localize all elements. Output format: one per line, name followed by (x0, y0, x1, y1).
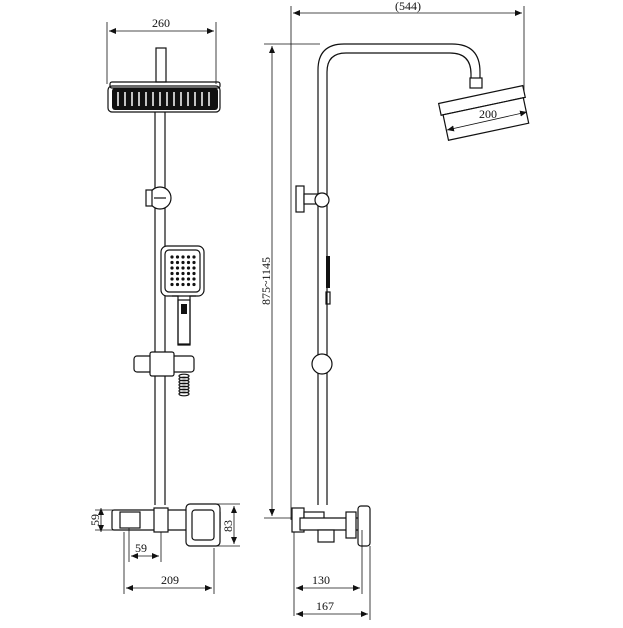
overhead-shower-head (107, 47, 221, 113)
dim-valve-height: 59 (88, 508, 118, 532)
hand-shower (160, 245, 205, 346)
label-spout-depth: 130 (312, 573, 330, 587)
label-height-range: 875~1145 (259, 257, 273, 305)
dim-showerhead-width: 260 (106, 16, 217, 84)
mixer-valve (111, 503, 221, 547)
side-mixer-valve (291, 505, 371, 547)
label-overall-reach: (544) (395, 0, 421, 13)
label-handle-height: 83 (221, 520, 235, 532)
front-view: 260 (88, 16, 240, 594)
side-diverter (295, 185, 330, 213)
dim-height-range: 875~1145 (259, 43, 320, 519)
side-view: (544) 875~1145 200 (259, 0, 530, 620)
side-hand-shower (311, 256, 333, 375)
label-head-diameter: 200 (479, 107, 497, 121)
slide-holder (133, 351, 195, 397)
dim-base-width: 209 (123, 532, 215, 594)
dim-handle-height: 83 (212, 503, 240, 547)
diverter-knob (145, 186, 172, 210)
label-showerhead-width: 260 (152, 16, 170, 30)
dim-overall-reach: (544) (290, 0, 525, 520)
side-riser-arm (317, 43, 483, 505)
side-shower-head: 200 (437, 84, 530, 141)
label-valve-offset: 59 (135, 541, 147, 555)
dim-valve-offset: 59 (128, 528, 162, 562)
dim-spout-depth: 130 (293, 530, 363, 616)
label-total-depth: 167 (316, 599, 334, 613)
label-valve-height: 59 (88, 514, 102, 526)
riser-pipe (154, 112, 166, 505)
label-base-width: 209 (161, 573, 179, 587)
dim-total-depth: 167 (296, 546, 371, 620)
